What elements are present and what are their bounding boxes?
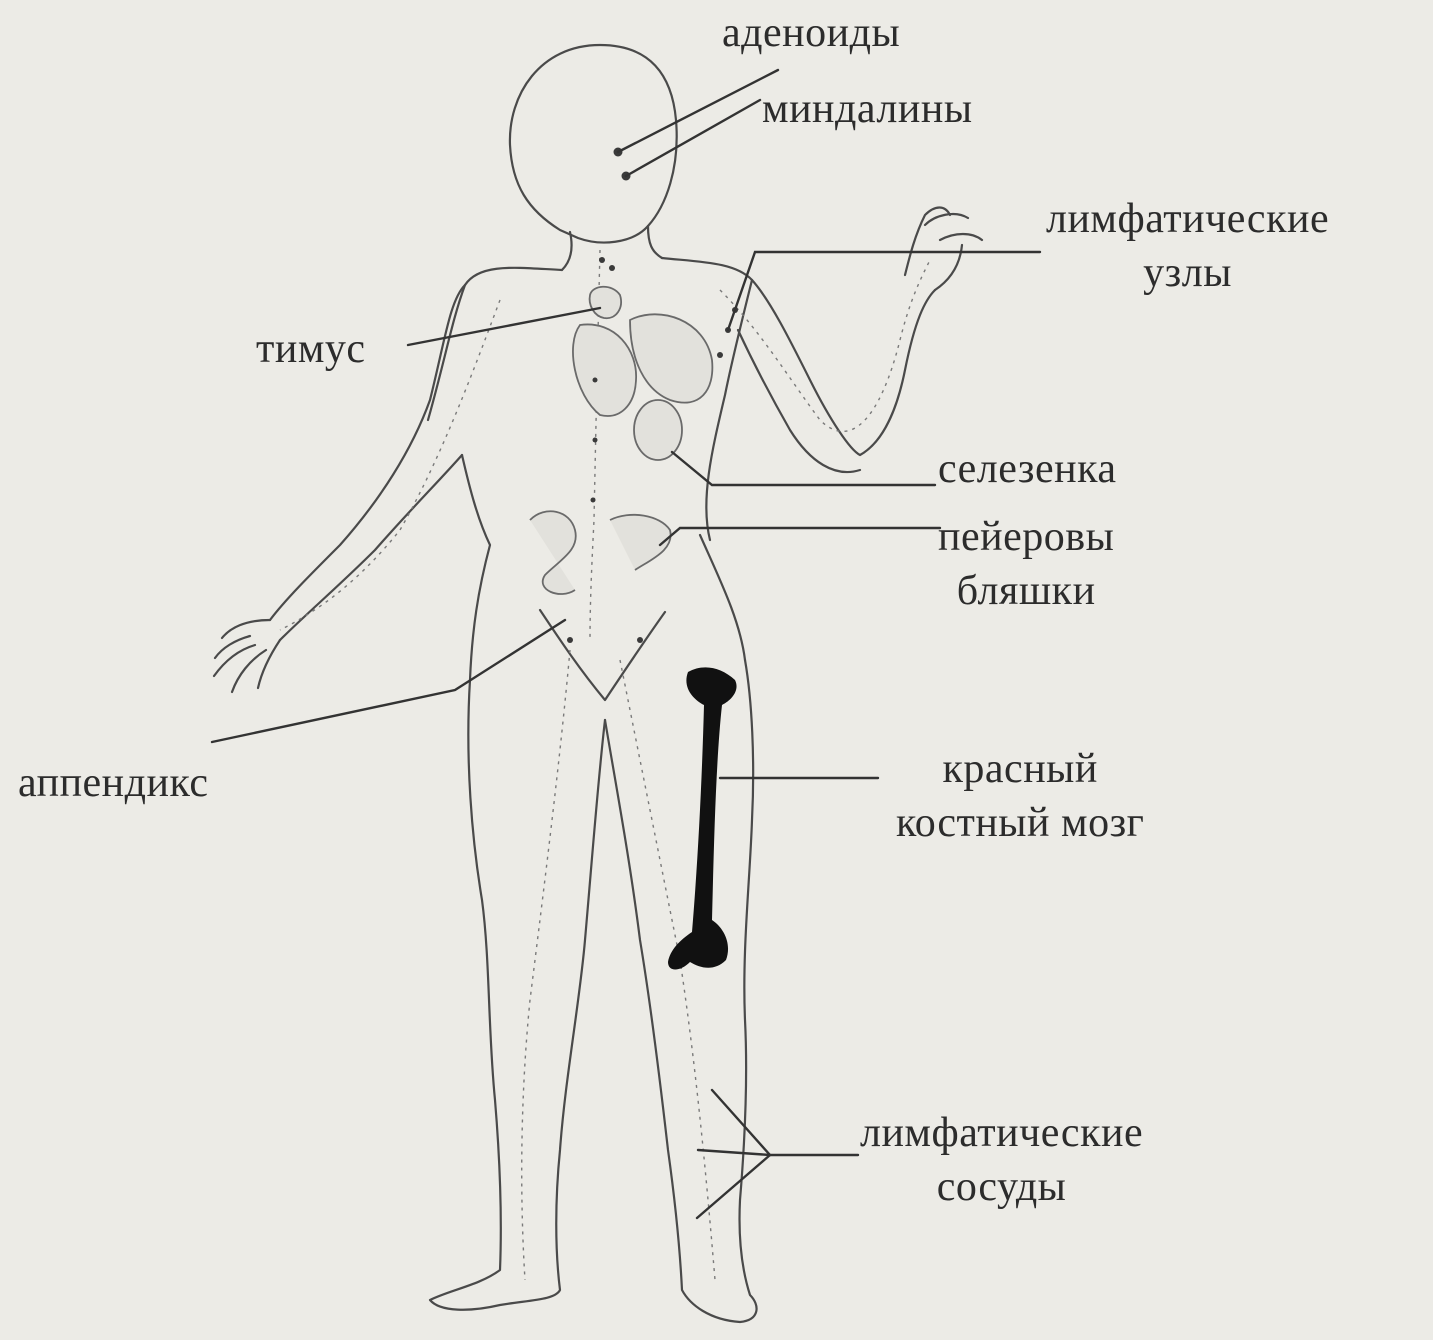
left-hand-outline [214, 620, 280, 692]
lymph-vessel-left-leg [522, 650, 570, 1280]
thymus-shape [590, 287, 621, 318]
leader-line-lymph-vessels-3 [698, 1150, 770, 1155]
torso-outline [428, 258, 752, 680]
label-lymph-vessels-line1: лимфатические [860, 1106, 1143, 1160]
right-leg-outline [605, 660, 757, 1322]
head-outline [510, 45, 677, 242]
label-peyer-patches-line1: пейеровы [938, 510, 1114, 564]
intestines-shape [530, 511, 671, 594]
label-bone-marrow: красный костный мозг [896, 742, 1144, 850]
left-leg-outline [430, 680, 605, 1310]
femur-bone [668, 667, 737, 969]
lymph-node-dot [593, 378, 598, 383]
leader-line-appendix [212, 620, 565, 742]
leader-line-lymph-nodes [728, 252, 1040, 330]
label-lymph-nodes-line1: лимфатические [1046, 192, 1329, 246]
label-adenoids: аденоиды [722, 6, 900, 60]
lymph-node-dot [717, 352, 723, 358]
label-tonsils: миндалины [762, 82, 973, 136]
right-hand-outline [905, 208, 982, 291]
leader-line-thymus [408, 308, 600, 345]
leader-line-lymph-vessels-2 [712, 1090, 770, 1155]
label-peyer-patches: пейеровы бляшки [938, 510, 1114, 618]
leader-line-lymph-vessels-4 [697, 1155, 770, 1218]
label-spleen: селезенка [938, 442, 1117, 496]
label-bone-marrow-line2: костный мозг [896, 796, 1144, 850]
leader-line-peyer-patches [660, 528, 940, 545]
lymph-node-dot [591, 498, 596, 503]
label-peyer-patches-line2: бляшки [938, 564, 1114, 618]
label-thymus: тимус [256, 322, 366, 376]
lymph-node-dot [609, 265, 615, 271]
spleen-shape [634, 400, 682, 460]
lymph-node-dot [567, 637, 573, 643]
lymph-vessel-right-leg [620, 660, 715, 1280]
label-lymph-vessels-line2: сосуды [860, 1160, 1143, 1214]
lymph-node-dot [599, 257, 605, 263]
leader-line-adenoids [618, 70, 778, 152]
label-appendix: аппендикс [18, 756, 209, 810]
label-lymph-nodes-line2: узлы [1046, 246, 1329, 300]
label-lymph-vessels: лимфатические сосуды [860, 1106, 1143, 1214]
heart-shape [573, 324, 636, 416]
lymph-node-dot [593, 438, 598, 443]
label-bone-marrow-line1: красный [896, 742, 1144, 796]
right-arm-outline [738, 280, 935, 472]
label-lymph-nodes: лимфатические узлы [1046, 192, 1329, 300]
lymph-node-dot [637, 637, 643, 643]
neck-outline [562, 226, 662, 270]
lung-shape [630, 314, 712, 402]
